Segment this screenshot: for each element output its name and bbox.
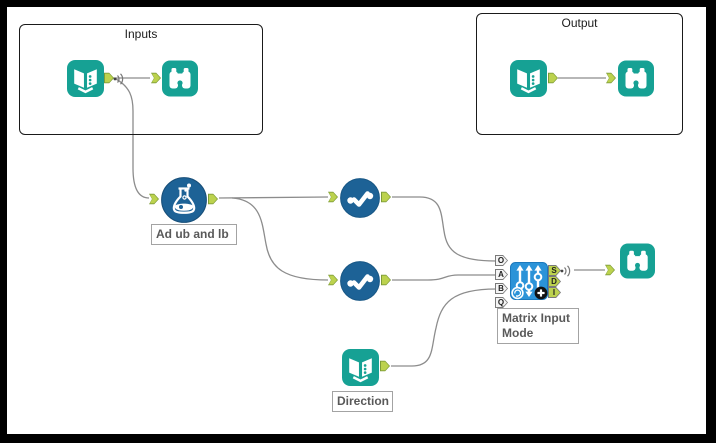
input-anchor[interactable] — [328, 191, 338, 203]
output-anchor[interactable] — [548, 72, 558, 84]
macro-output-anchor-D[interactable]: D — [548, 276, 561, 287]
tool-annotation-direction[interactable]: Direction — [332, 391, 393, 412]
macro-output-anchor-S[interactable]: S — [548, 265, 561, 276]
macro-icon[interactable] — [510, 262, 548, 300]
input-data-icon[interactable] — [67, 60, 104, 97]
output-anchor[interactable] — [381, 191, 391, 203]
browse-icon[interactable] — [620, 243, 655, 279]
macro-input-anchor-O[interactable]: O — [495, 255, 508, 266]
formula-icon[interactable] — [161, 177, 207, 223]
connection-select-lower-to-macro-A[interactable] — [392, 274, 496, 281]
wireless-connection-icon — [113, 73, 124, 85]
input-anchor[interactable] — [605, 264, 615, 276]
tool-annotation-matrix[interactable]: Matrix Input Mode — [497, 308, 579, 344]
tool-annotation-formula[interactable]: Ad ub and lb — [151, 224, 237, 245]
select-icon[interactable] — [340, 178, 380, 218]
container-title-output: Output — [561, 16, 598, 30]
macro-input-anchor-Q[interactable]: Q — [495, 297, 508, 308]
macro-output-anchor-I[interactable]: I — [548, 287, 561, 298]
input-anchor[interactable] — [606, 72, 616, 84]
connection-inputs-book-to-formula[interactable] — [115, 78, 150, 199]
input-anchor[interactable] — [151, 72, 161, 84]
select-icon[interactable] — [340, 261, 380, 301]
plus-badge-icon — [534, 286, 548, 300]
tool-container-output[interactable]: Output — [476, 13, 683, 135]
output-anchor[interactable] — [381, 274, 391, 286]
macro-input-anchor-B[interactable]: B — [495, 283, 508, 294]
connection-formula-to-select-upper[interactable] — [218, 196, 329, 199]
tool-container-inputs[interactable]: Inputs — [19, 24, 263, 135]
input-anchor[interactable] — [149, 193, 159, 205]
loop-arrow-badge-icon — [511, 286, 524, 300]
container-title-inputs: Inputs — [124, 27, 158, 41]
browse-icon[interactable] — [618, 60, 654, 97]
connection-select-upper-to-macro-O[interactable] — [392, 196, 497, 262]
connection-formula-to-select-lower[interactable] — [231, 197, 329, 281]
wireless-connection-icon — [560, 265, 571, 277]
output-anchor[interactable] — [104, 72, 114, 84]
input-anchor[interactable] — [328, 274, 338, 286]
output-anchor[interactable] — [208, 193, 218, 205]
input-data-icon[interactable] — [342, 349, 379, 386]
browse-icon[interactable] — [162, 60, 198, 97]
input-data-icon[interactable] — [510, 60, 547, 97]
output-anchor[interactable] — [380, 360, 390, 372]
macro-input-anchor-A[interactable]: A — [495, 269, 508, 280]
connection-direction-to-macro-B[interactable] — [391, 288, 497, 367]
